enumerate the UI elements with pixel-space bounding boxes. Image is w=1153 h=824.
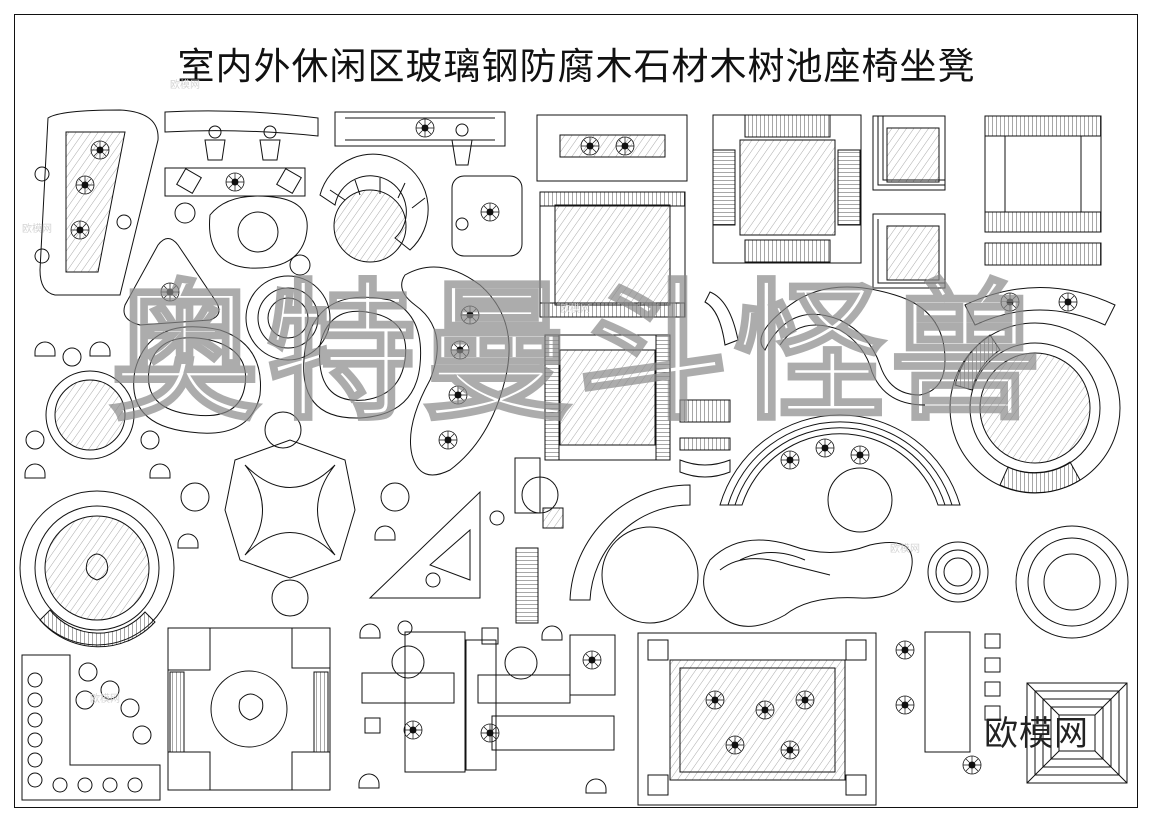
long-planter-bench: [536, 114, 688, 182]
pergola-bench-middle: [544, 334, 671, 461]
watermark-small-5: 欧模网: [90, 694, 120, 705]
large-round-bench: [19, 490, 175, 648]
stepped-square-planter: [1026, 682, 1128, 784]
round-planter-left: [45, 370, 135, 460]
quarter-circle-bench: [569, 484, 699, 624]
s-curve-bench: [760, 286, 946, 406]
freeform-bench: [703, 539, 913, 627]
square-bench-with-steps: [712, 114, 862, 264]
round-bench-right: [949, 322, 1121, 494]
circle-bench-bottom-right: [1015, 525, 1129, 639]
watermark-outline-text: 奥特曼斗怪兽: [109, 266, 1046, 443]
round-bench-center: [245, 275, 331, 361]
l-shaped-bench-bottom: [21, 654, 161, 801]
triangular-planter: [123, 238, 220, 326]
stools-left: [24, 341, 171, 479]
l-shaped-bench-pair: [872, 115, 946, 289]
drawing-title: 室内外休闲区玻璃钢防腐木石材木树池座椅坐凳: [177, 45, 976, 88]
round-table-center: [514, 457, 564, 624]
svg-text:奥特曼斗怪兽: 奥特曼斗怪兽: [110, 267, 1046, 441]
modular-bench-system: [358, 620, 616, 794]
rectangular-flower-bed: [637, 632, 877, 806]
semicircle-planter-bench: [719, 414, 961, 533]
framed-square-planter: [984, 115, 1102, 266]
cross-shaped-bench: [177, 411, 410, 617]
triangular-bench-center: [368, 490, 505, 599]
watermark-small-3: 欧模网: [560, 304, 590, 315]
watermark-small-4: 欧模网: [890, 544, 920, 555]
rounded-planter-box: [451, 175, 523, 257]
trapezoid-planter-bench: [34, 109, 159, 296]
organic-seat-left: [174, 195, 311, 276]
watermark-small-1: 欧模网: [22, 224, 52, 235]
drawing-border: [14, 14, 1138, 808]
circular-bench-top: [319, 153, 429, 263]
curved-planter-bench: [401, 266, 510, 476]
kidney-bench: [303, 296, 422, 419]
small-benches-middle: [679, 291, 739, 478]
bench-with-seats-right: [895, 631, 1001, 775]
watermark-logo: 欧模网: [984, 714, 1089, 754]
pergola-square-bench: [539, 191, 686, 318]
watermark-small-2: 欧模网: [170, 80, 200, 91]
organic-bench-center: [133, 326, 261, 434]
round-planter-right: [927, 541, 989, 603]
person-figures-top: [164, 110, 319, 197]
arc-bench-top-right: [964, 287, 1116, 326]
square-plaza-planter: [167, 627, 331, 791]
bench-strip-top: [334, 111, 506, 166]
